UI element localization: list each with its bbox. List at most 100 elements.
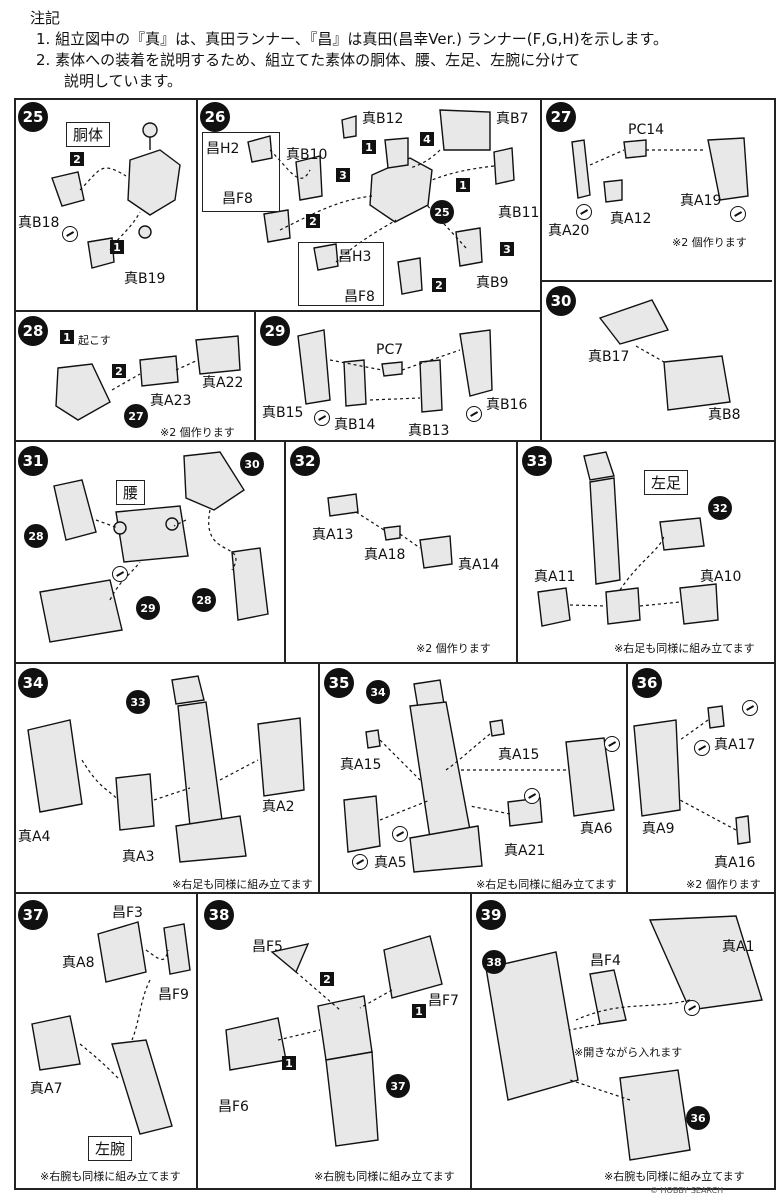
step28-seq-2: 2 (112, 364, 126, 378)
gate-mark-icon (466, 406, 482, 422)
divider (254, 310, 256, 440)
divider (14, 440, 774, 442)
part-label: 昌F3 (112, 905, 143, 921)
gate-mark-icon (576, 204, 592, 220)
gate-mark-icon (524, 788, 540, 804)
part-label: 真A15 (498, 747, 540, 763)
part-label: PC14 (628, 122, 665, 138)
divider (284, 440, 286, 662)
part-label: 真A3 (122, 849, 155, 865)
step-number-32: 32 (290, 446, 320, 476)
gate-mark-icon (742, 700, 758, 716)
step38-note: ※右腕も同様に組み立てます (314, 1170, 455, 1183)
ref-step-27: 27 (124, 404, 148, 428)
ref-step-33: 33 (126, 690, 150, 714)
step25-label-torso: 胴体 (66, 122, 111, 147)
gate-mark-icon (392, 826, 408, 842)
step38-seq-2: 2 (320, 972, 334, 986)
part-label: 昌F9 (158, 987, 189, 1003)
ref-step-28: 28 (24, 524, 48, 548)
part-label: 真A4 (18, 829, 51, 845)
part-label: 真A20 (548, 223, 590, 239)
ref-step-36: 36 (686, 1106, 710, 1130)
step39-note: ※右腕も同様に組み立てます (604, 1170, 745, 1183)
part-label: 真A12 (610, 211, 652, 227)
part-label: 真A2 (262, 799, 295, 815)
step-number-28: 28 (18, 316, 48, 346)
step-number-26: 26 (200, 102, 230, 132)
divider (196, 892, 198, 1188)
step-number-36: 36 (632, 668, 662, 698)
step26-seq: 3 (500, 242, 514, 256)
step-number-25: 25 (18, 102, 48, 132)
step33-label-left-leg: 左足 (644, 470, 689, 495)
part-label: 真B11 (498, 205, 540, 221)
step-number-39: 39 (476, 900, 506, 930)
note-2: 2. 素体への装着を説明するため、組立てた素体の胴体、腰、左足、左腕に分けて (36, 51, 581, 69)
divider (14, 892, 774, 894)
step39-note-open: ※開きながら入れます (574, 1046, 683, 1059)
step25-seq-2: 2 (70, 152, 84, 166)
divider (626, 662, 628, 892)
step-number-37: 37 (18, 900, 48, 930)
part-label: 昌F8 (222, 191, 253, 207)
part-label: 真A23 (150, 393, 192, 409)
part-label: 真B7 (496, 111, 529, 127)
part-label: 真B19 (124, 271, 166, 287)
step-number-29: 29 (260, 316, 290, 346)
divider (540, 280, 772, 282)
part-label: 真A19 (680, 193, 722, 209)
inset-box (298, 242, 384, 306)
part-label: 昌F6 (218, 1099, 249, 1115)
part-label: 真B14 (334, 417, 376, 433)
step28-action: 起こす (78, 334, 111, 347)
ref-step-34: 34 (366, 680, 390, 704)
step27-note: ※2 個作ります (672, 236, 747, 249)
step38-seq-1: 1 (282, 1056, 296, 1070)
divider (516, 440, 518, 662)
inset-box (202, 132, 280, 212)
notes: 注記 1. 組立図中の『真』は、真田ランナー、『昌』は真田(昌幸Ver.) ラン… (30, 8, 770, 92)
part-label: 真B18 (18, 215, 60, 231)
step25-seq-1: 1 (110, 240, 124, 254)
part-label: 真A8 (62, 955, 95, 971)
part-label: 真A5 (374, 855, 407, 871)
step26-seq: 4 (420, 132, 434, 146)
step-number-30: 30 (546, 286, 576, 316)
part-label: PC7 (376, 342, 404, 358)
part-label: 昌H2 (206, 141, 240, 157)
step-number-34: 34 (18, 668, 48, 698)
part-label: 真A7 (30, 1081, 63, 1097)
ref-step-29: 29 (136, 596, 160, 620)
step-number-35: 35 (324, 668, 354, 698)
part-label: 真A15 (340, 757, 382, 773)
step33-note: ※右足も同様に組み立てます (614, 642, 755, 655)
divider (318, 662, 320, 892)
divider (14, 662, 774, 664)
ref-step-37: 37 (386, 1074, 410, 1098)
part-label: 真B13 (408, 423, 450, 439)
notes-heading: 注記 (30, 9, 61, 27)
instruction-grid (14, 98, 776, 1190)
step28-seq-1: 1 (60, 330, 74, 344)
part-label: 真B17 (588, 349, 630, 365)
part-label: 真B9 (476, 275, 509, 291)
note-1: 1. 組立図中の『真』は、真田ランナー、『昌』は真田(昌幸Ver.) ランナー(… (36, 30, 669, 48)
step-number-33: 33 (522, 446, 552, 476)
step32-note: ※2 個作ります (416, 642, 491, 655)
step38-seq-1: 1 (412, 1004, 426, 1018)
part-label: 真A9 (642, 821, 675, 837)
part-label: 真A18 (364, 547, 406, 563)
part-label: 昌F7 (428, 993, 459, 1009)
gate-mark-icon (604, 736, 620, 752)
note-3: 説明しています。 (64, 72, 183, 90)
divider (540, 98, 542, 440)
ref-step-30: 30 (240, 452, 264, 476)
gate-mark-icon (684, 1000, 700, 1016)
part-label: 真A16 (714, 855, 756, 871)
step-number-31: 31 (18, 446, 48, 476)
ref-step-38: 38 (482, 950, 506, 974)
part-label: 真A14 (458, 557, 500, 573)
part-label: 真B12 (362, 111, 404, 127)
